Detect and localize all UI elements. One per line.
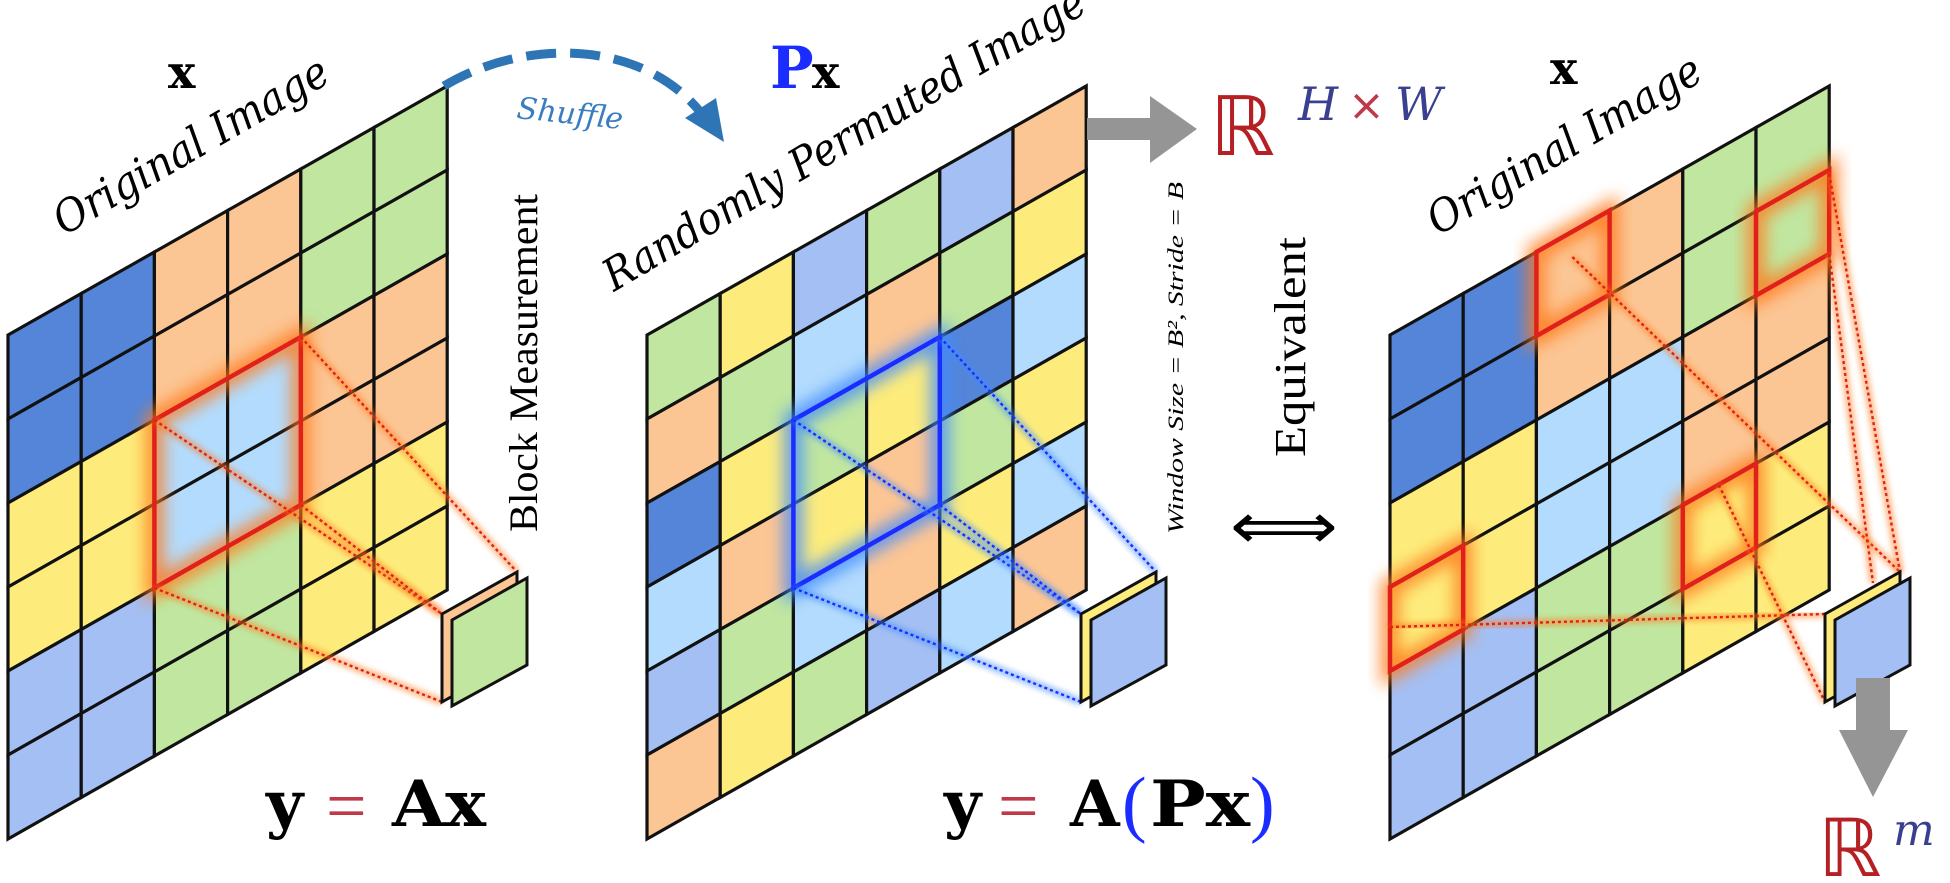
projection-line (1571, 256, 1901, 573)
projection-line-glow (153, 584, 444, 706)
output-space-m: ℝ m (1818, 802, 1935, 883)
shuffle-label: Shuffle (515, 91, 625, 137)
projection-line (299, 336, 518, 573)
projection-line (792, 419, 1082, 615)
exponent-w: W (1395, 77, 1446, 131)
window-size-note: Window Size = B², Stride = B (1163, 182, 1188, 534)
equation-middle-rparen: ) (1250, 763, 1275, 845)
equation-middle: y = A ( Px ) (943, 763, 1275, 846)
middle-symbol-x: x (812, 45, 840, 99)
equation-middle-a: A (1069, 767, 1121, 842)
exponent-m: m (1893, 805, 1935, 856)
projection-line-glow (937, 502, 1084, 617)
equation-left-equals: = (326, 766, 367, 846)
equation-left: y = Ax (265, 766, 487, 846)
equivalent-label: Equivalent (1266, 237, 1315, 457)
measurement-patch-left-front (450, 575, 529, 709)
projection-line (1828, 173, 1902, 573)
equation-left-y: y (265, 767, 305, 842)
shuffle-arrow: Shuffle (441, 48, 724, 142)
equation-middle-lparen: ( (1122, 763, 1147, 845)
output-space-hw: ℝ H × W (1210, 77, 1446, 175)
measurement-window-right (1680, 459, 1759, 593)
projection-line (1717, 484, 1827, 703)
measurement-overlays (145, 154, 1912, 709)
exponent-h: H (1297, 77, 1339, 131)
right-symbol-x: x (1550, 41, 1578, 95)
projection-line (153, 419, 443, 615)
shuffle-arrowhead-icon (685, 98, 724, 142)
left-symbol-x: x (168, 45, 196, 99)
measurement-patch-middle-front (1089, 575, 1168, 709)
shuffle-arc (441, 48, 706, 117)
projection-line (938, 336, 1157, 573)
projection-line (1828, 253, 1875, 584)
projection-line-glow (298, 502, 445, 617)
down-arrow-icon (1839, 678, 1908, 797)
equation-middle-y: y (943, 767, 983, 842)
equivalence-arrow-icon: ⟺ (1230, 490, 1338, 564)
right-arrow-icon (1087, 96, 1197, 163)
equation-middle-equals: = (998, 766, 1039, 846)
middle-symbol-p: P (770, 34, 814, 102)
exponent-times: × (1348, 80, 1385, 131)
equation-left-rhs: Ax (391, 767, 487, 842)
block-measurement-label: Block Measurement (501, 194, 546, 532)
measurement-patch-right-front (1833, 575, 1912, 709)
equation-middle-px: Px (1150, 767, 1251, 842)
projection-line-glow (792, 584, 1083, 706)
real-field-symbol-top: ℝ (1210, 80, 1275, 175)
projection-line (1389, 612, 1826, 629)
measurement-window-right (1387, 541, 1466, 675)
real-field-symbol-bottom: ℝ (1818, 802, 1881, 883)
